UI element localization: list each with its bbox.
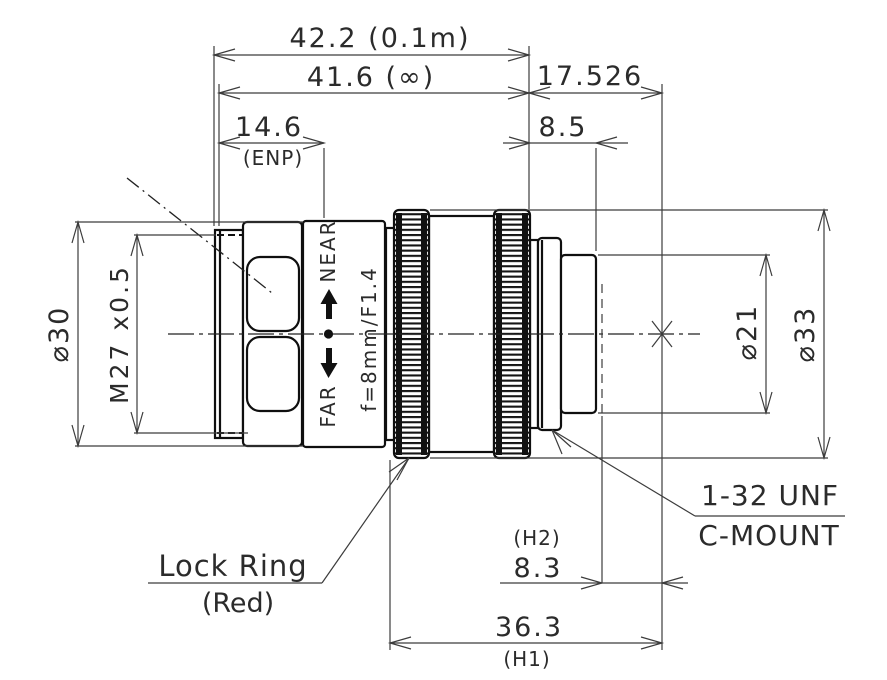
dim-front-diameter: ⌀30 — [44, 219, 85, 449]
lock-ring-leader-tick-2 — [396, 457, 410, 481]
arrowhead-top-icon — [759, 252, 773, 277]
lock-ring-callout: Lock Ring (Red) — [148, 457, 410, 619]
image-plane-x-mark — [651, 320, 673, 348]
dim-h2: (H2) 8.3 — [500, 526, 688, 590]
arrowhead-top-icon — [130, 232, 144, 257]
dim-filter-thread: M27 x0.5 — [105, 232, 144, 436]
arrowhead-bottom-icon — [130, 411, 144, 436]
lock-ring-leader-tick-1 — [388, 457, 410, 473]
dim-h1-text: 36.3 — [495, 612, 563, 643]
dim-rear-protrusion-text: 8.5 — [539, 112, 588, 143]
dim-front-diameter-text: ⌀30 — [44, 306, 75, 363]
lock-ring-note: (Red) — [202, 588, 274, 619]
arrowhead-left-icon — [216, 86, 241, 100]
dim-max-diameter: ⌀33 — [790, 207, 831, 461]
dim-flange-focal-text: 17.526 — [537, 61, 643, 92]
rear-knurl-right-edge — [522, 213, 528, 455]
dim-length-inf: 41.6 (∞) — [216, 62, 532, 100]
near-arrow-icon — [320, 289, 338, 319]
arrowhead-bottom-icon — [817, 436, 831, 461]
arrowhead-top-icon — [71, 219, 85, 244]
extension-lines — [75, 46, 828, 650]
hex-flat-upper — [245, 255, 301, 333]
arrowhead-left-icon — [508, 136, 533, 150]
mount-leader-tick-1 — [551, 429, 572, 448]
x-mark-stroke-2 — [651, 320, 673, 348]
arrowhead-left-icon — [387, 636, 412, 650]
arrowhead-left-icon — [580, 576, 605, 590]
mount-leader-tick-2 — [551, 429, 563, 455]
lens-spec-label: f=8mm/F1.4 — [357, 266, 381, 412]
arrowhead-right-icon — [507, 48, 532, 62]
near-label: NEAR — [316, 219, 340, 282]
arrowhead-top-icon — [817, 207, 831, 232]
dim-length-inf-text: 41.6 (∞) — [307, 62, 435, 93]
arrowhead-left-icon — [526, 86, 551, 100]
dim-rear-diameter: ⌀21 — [732, 252, 773, 416]
far-label: FAR — [316, 384, 340, 427]
dim-filter-thread-text: M27 x0.5 — [105, 264, 134, 404]
dim-h2-text: 8.3 — [514, 553, 563, 584]
arrowhead-right-icon — [593, 136, 618, 150]
arrowhead-bottom-icon — [71, 424, 85, 449]
mount-type-label: C-MOUNT — [698, 519, 839, 552]
arrowhead-right-icon — [659, 576, 684, 590]
arrowhead-bottom-icon — [759, 391, 773, 416]
dim-enp: 14.6 (ENP) — [216, 112, 327, 170]
lock-ring-leader-line — [321, 457, 410, 584]
mount-callout: 1-32 UNF C-MOUNT — [551, 429, 845, 552]
dim-h2-label: (H2) — [513, 526, 560, 550]
arrowhead-right-icon — [302, 136, 327, 150]
focus-index-dot — [323, 329, 334, 339]
arrowhead-right-icon — [640, 636, 665, 650]
lock-ring-label: Lock Ring — [158, 549, 307, 583]
far-arrow-icon — [320, 348, 338, 378]
arrowhead-left-icon — [211, 48, 236, 62]
dim-h1: 36.3 (H1) — [387, 612, 665, 671]
mount-thread-label: 1-32 UNF — [701, 479, 839, 512]
dim-rear-protrusion: 8.5 — [503, 112, 628, 150]
dim-enp-text: 14.6 — [235, 112, 303, 143]
dim-max-diameter-text: ⌀33 — [790, 306, 821, 363]
focus-direction-markings: NEAR FAR f=8mm/F1.4 — [316, 219, 381, 427]
arrowhead-left-icon — [216, 136, 241, 150]
dim-length-near: 42.2 (0.1m) — [211, 23, 532, 62]
dim-flange-focal: 17.526 — [526, 61, 665, 100]
hex-flat-lower — [245, 335, 301, 413]
dim-length-near-text: 42.2 (0.1m) — [289, 23, 470, 54]
mount-leader-line — [551, 429, 696, 517]
dim-rear-diameter-text: ⌀21 — [732, 304, 763, 361]
dim-h1-label: (H1) — [503, 647, 550, 671]
arrowhead-right-icon — [640, 86, 665, 100]
dim-enp-label: (ENP) — [243, 146, 303, 170]
